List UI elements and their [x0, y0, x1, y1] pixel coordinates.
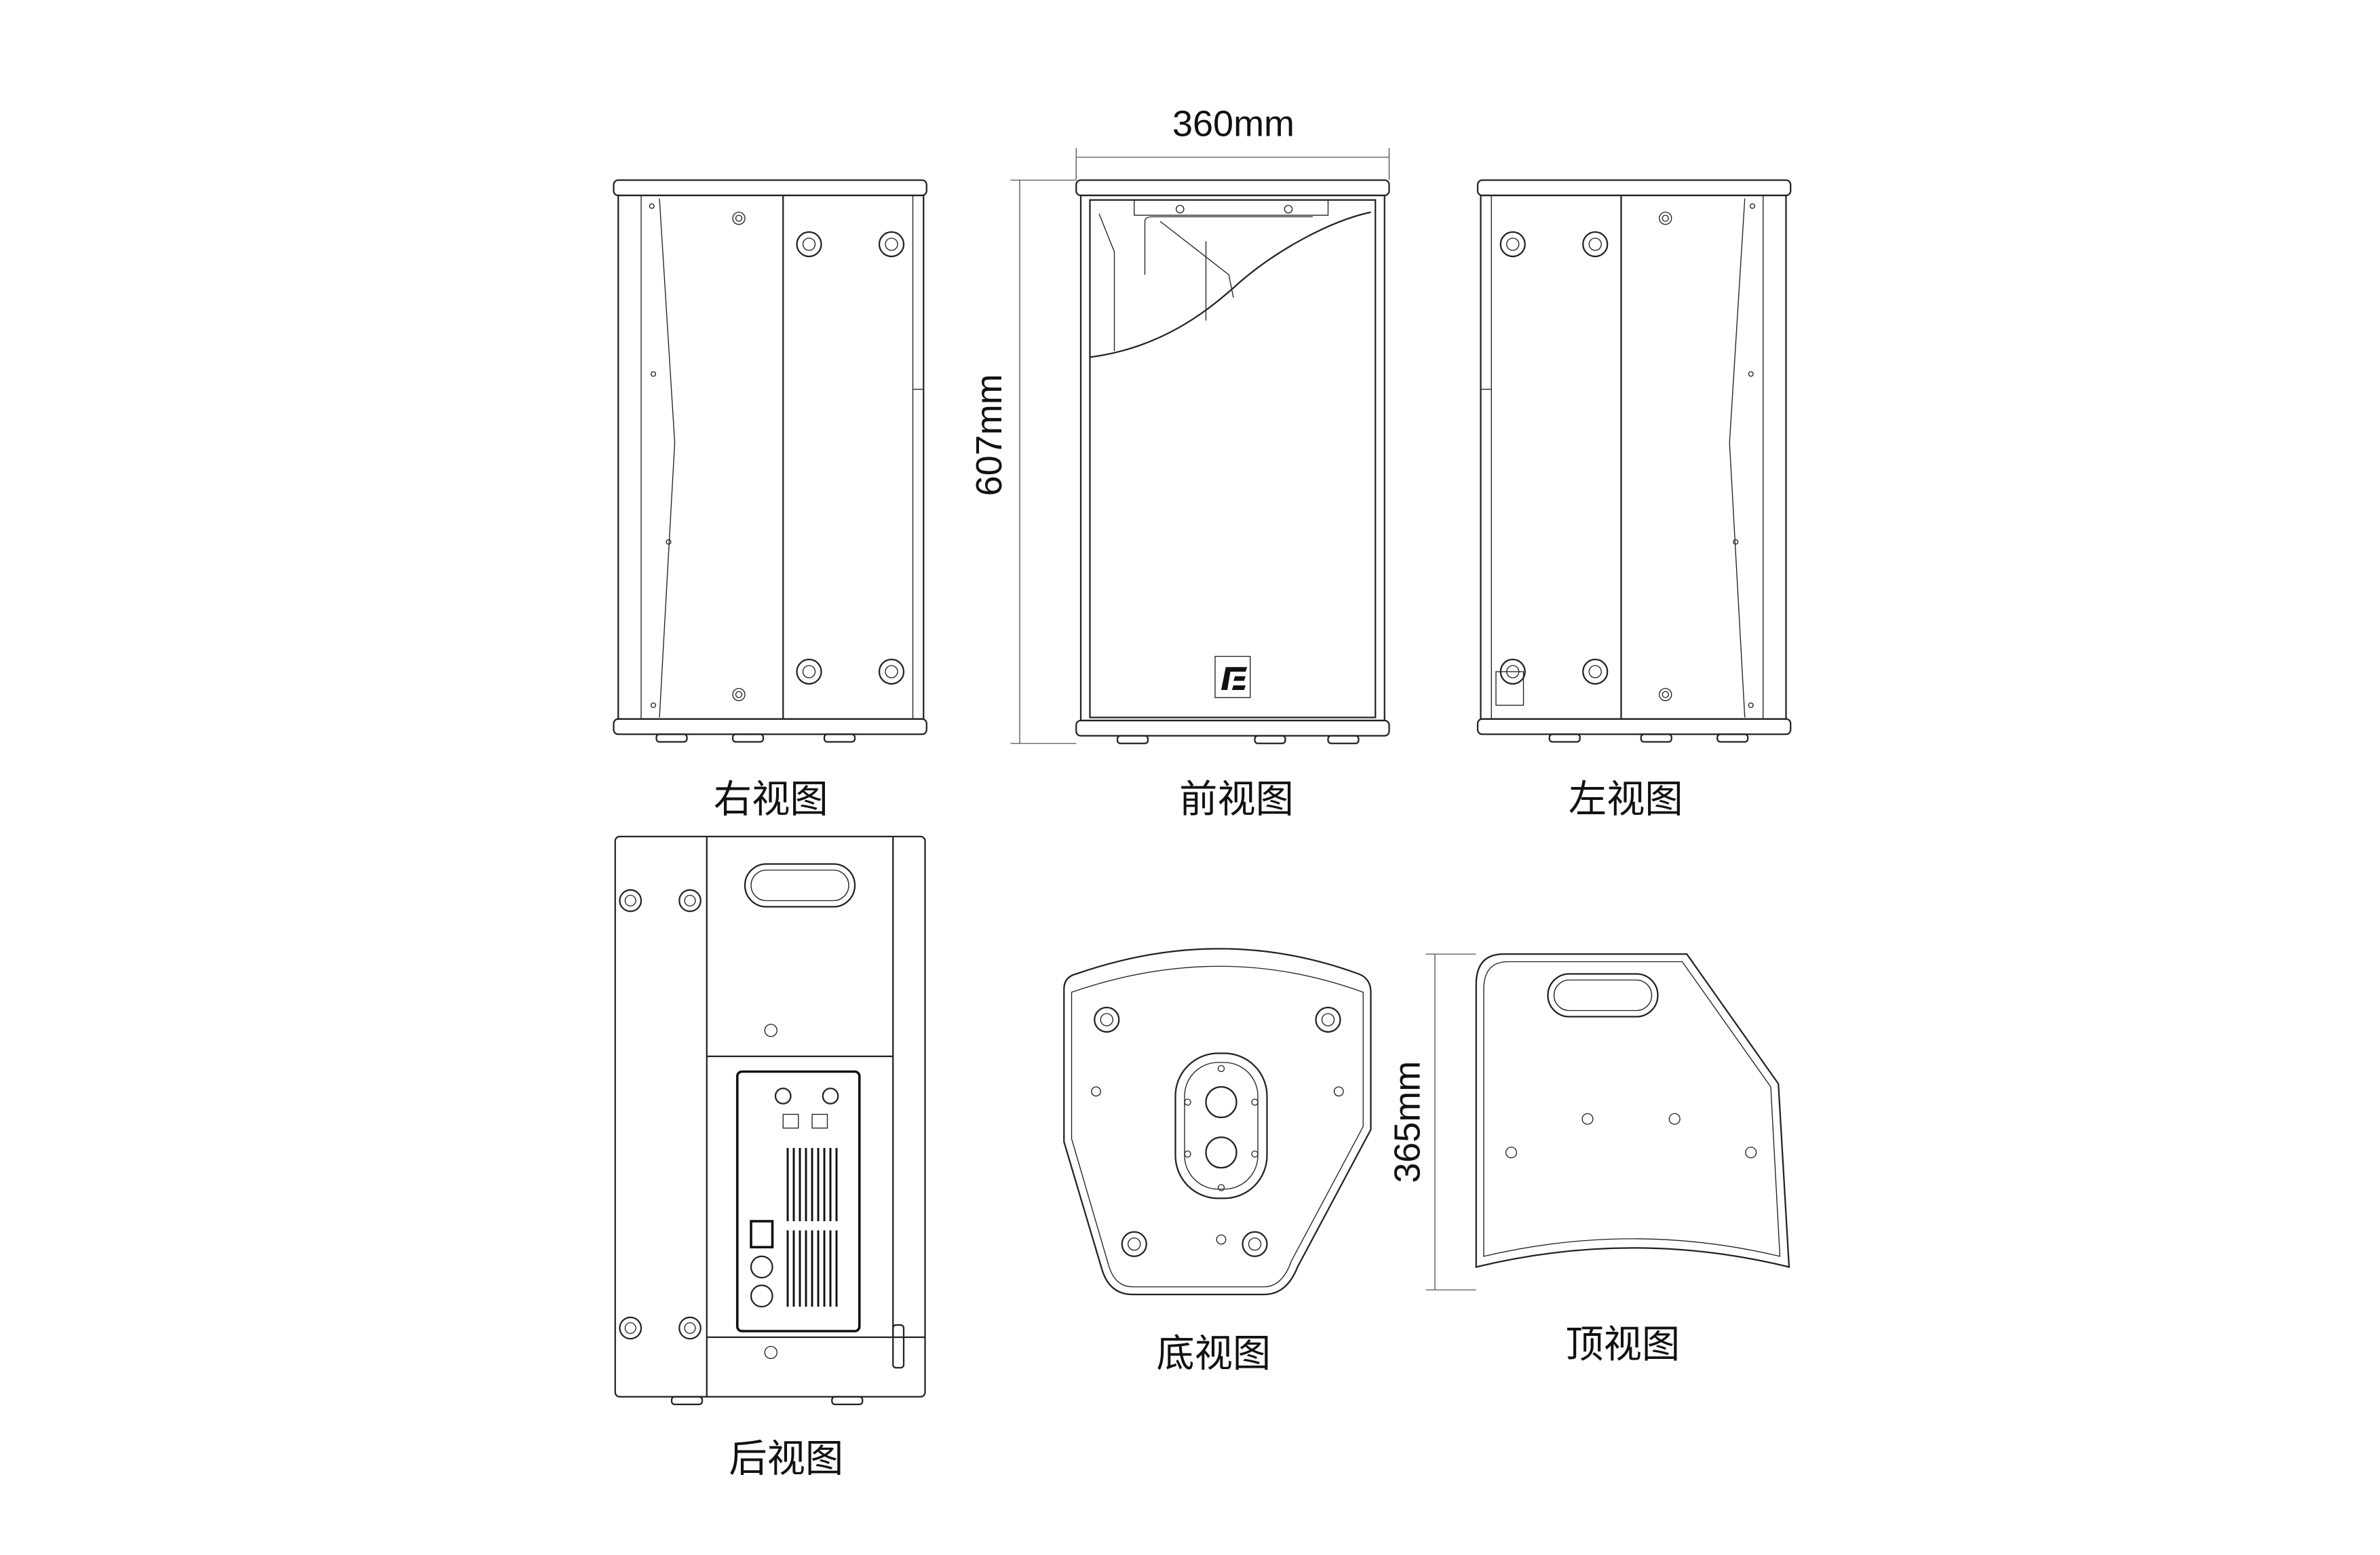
- xlr-output: [822, 1088, 839, 1105]
- bottom-view: [1063, 948, 1372, 1296]
- back-view-label: 后视图: [729, 1437, 843, 1481]
- front-view-label: 前视图: [1179, 778, 1294, 822]
- width-dimension: [1075, 148, 1390, 180]
- left-view-label: 左视图: [1569, 778, 1683, 822]
- back-view: [614, 835, 926, 1406]
- top-view: [1475, 953, 1790, 1268]
- height-dimension: [1010, 179, 1077, 744]
- front-view: [1075, 179, 1390, 744]
- amplifier-panel: [735, 1070, 861, 1332]
- right-view-label: 右视图: [714, 778, 828, 822]
- brand-logo: [1221, 667, 1248, 690]
- height-label: 607mm: [969, 374, 1010, 496]
- bottom-view-label: 底视图: [1156, 1332, 1271, 1376]
- right-view: [613, 179, 927, 743]
- width-label: 360mm: [1172, 103, 1294, 144]
- left-view: [1476, 179, 1792, 743]
- top-view-label: 顶视图: [1565, 1322, 1680, 1366]
- depth-label: 365mm: [1387, 1061, 1428, 1183]
- xlr-input: [774, 1088, 792, 1105]
- power-switch: [750, 1220, 774, 1249]
- depth-dimension: [1425, 953, 1476, 1290]
- side-logo: [1495, 671, 1524, 706]
